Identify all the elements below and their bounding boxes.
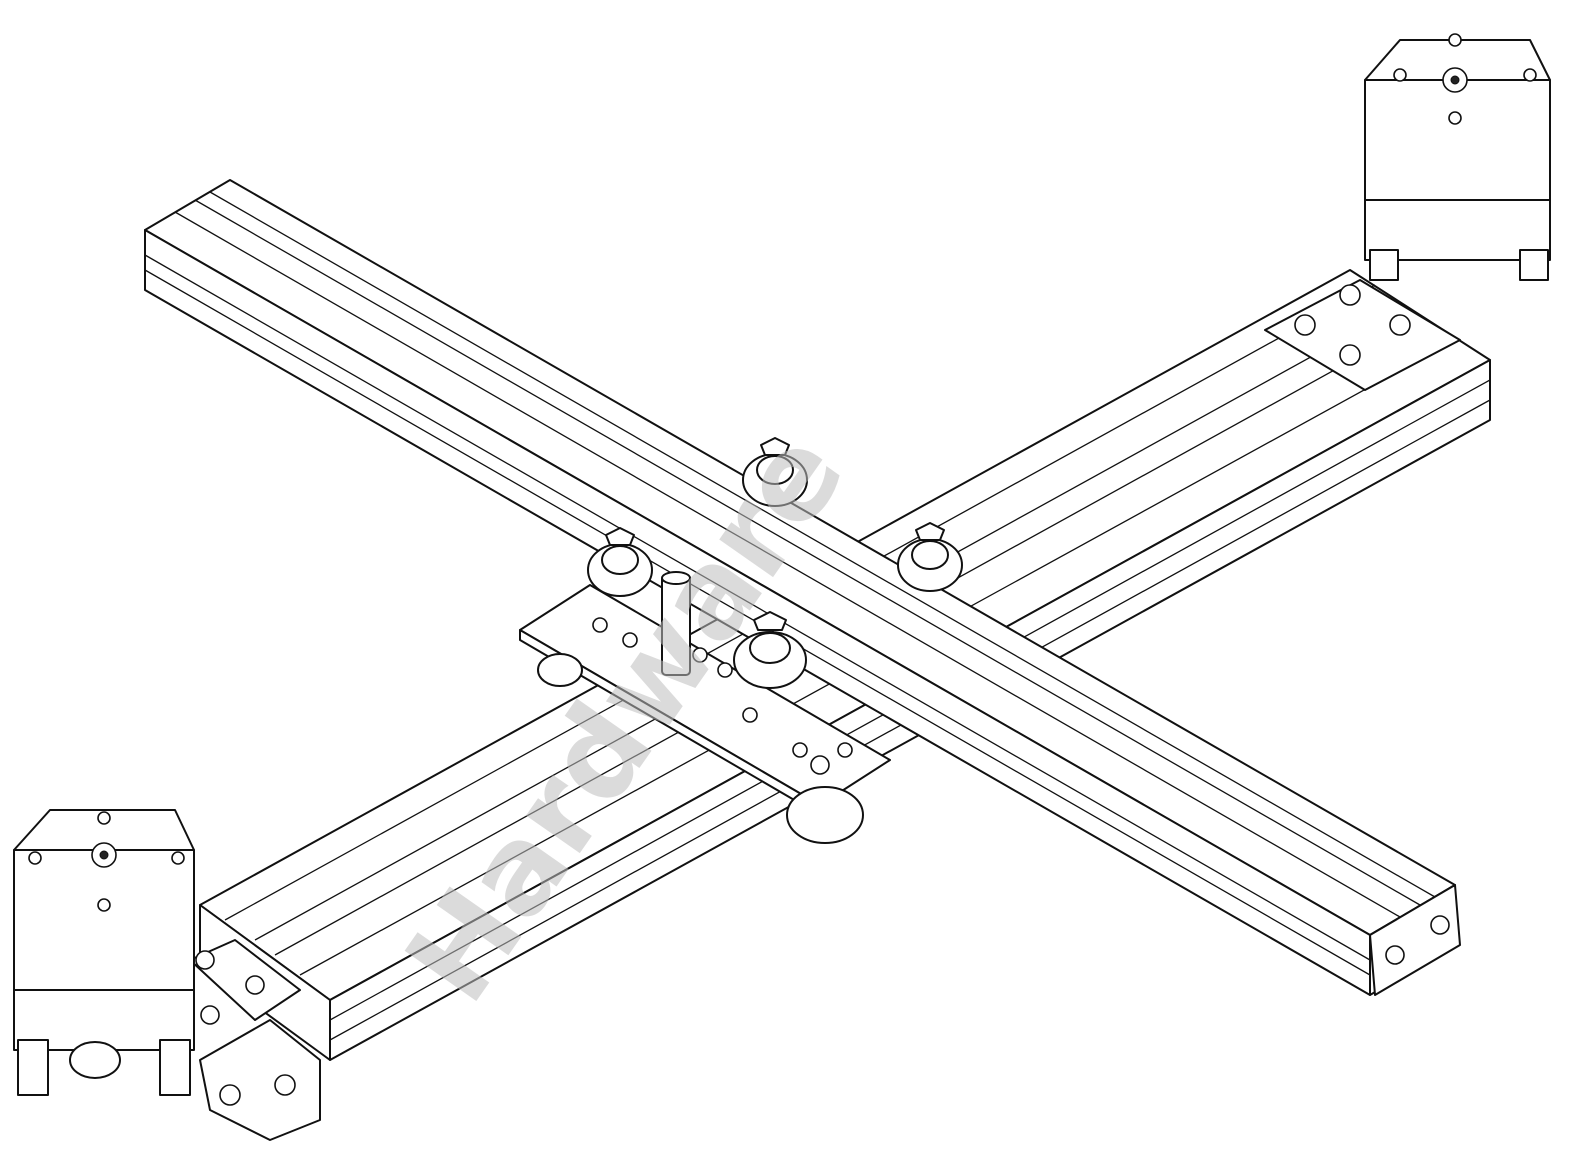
v-wheel-1 (587, 527, 653, 597)
v-wheel-5 (786, 786, 864, 844)
rail-end-profile-right (1369, 884, 1461, 996)
v-wheel-4 (733, 611, 807, 689)
gantry-carriage-plate (519, 584, 891, 816)
v-wheel-3 (897, 522, 963, 592)
stepper-motor-top-right (1264, 33, 1551, 391)
cross-extrusion-rail (144, 179, 1461, 996)
v-wheel-2 (742, 437, 808, 507)
plate-holes (592, 617, 853, 775)
rail-end-profile-left (199, 1019, 321, 1141)
stepper-motor-bottom-left (13, 809, 301, 1096)
standoff-post (661, 571, 691, 676)
v-wheel-6 (537, 653, 583, 687)
